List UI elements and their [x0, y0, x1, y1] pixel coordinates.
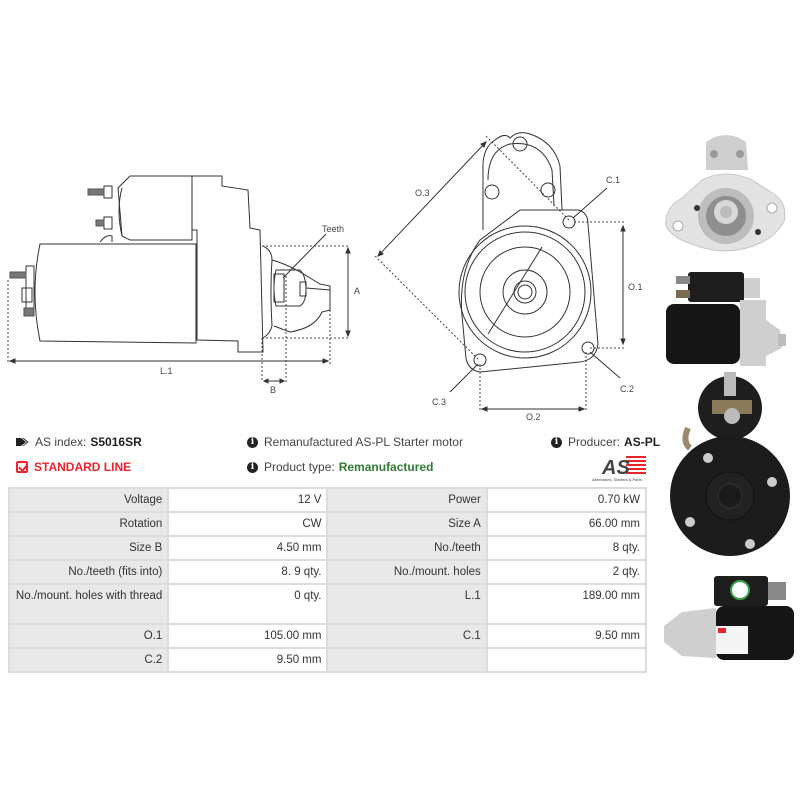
top-lobe-outline [482, 132, 563, 230]
spec-label: C.1 [326, 623, 488, 649]
photo-side-view-labeled[interactable] [660, 572, 800, 662]
o1-label: O.1 [628, 282, 643, 292]
spec-value: 2 qty. [485, 559, 648, 585]
spec-value: 189.00 mm [485, 583, 648, 625]
c1-label: C.1 [606, 175, 620, 185]
spec-table: Voltage 12 V Power 0.70 kW Rotation CW S… [7, 487, 648, 673]
logo-tagline: Alternators, Starters & Parts [592, 477, 642, 482]
o3-dimension-line [377, 141, 487, 257]
spec-value: CW [167, 511, 329, 537]
as-index-value: S5016SR [90, 435, 142, 449]
spec-label: C.2 [7, 647, 170, 673]
spec-label: Size A [326, 511, 488, 537]
tags-icon [16, 438, 29, 446]
spec-label: No./teeth [326, 535, 488, 561]
solenoid-outline [117, 175, 264, 353]
info-icon: i [247, 436, 258, 448]
spec-label: Voltage [7, 487, 170, 513]
flange-outline [460, 209, 599, 373]
spec-label: Rotation [7, 511, 170, 537]
spec-value: 105.00 mm [167, 623, 329, 649]
photo-front-flange[interactable] [662, 128, 790, 260]
table-row: C.2 9.50 mm [7, 647, 648, 673]
spec-value: 4.50 mm [167, 535, 329, 561]
photo-rear-view[interactable] [668, 372, 796, 568]
product-description: i Remanufactured AS-PL Starter motor [247, 435, 463, 449]
logo-text: AS [601, 457, 630, 479]
spec-value: 9.50 mm [485, 623, 648, 649]
spec-label: O.1 [7, 623, 170, 649]
spec-label: L.1 [326, 583, 488, 625]
motor-body [34, 243, 197, 344]
c3-label: C.3 [432, 397, 446, 407]
teeth-leader-line [282, 233, 327, 279]
spec-value: 0 qty. [167, 583, 329, 625]
spec-value [485, 647, 648, 673]
info-icon: i [247, 461, 258, 473]
table-row: No./teeth (fits into) 8. 9 qty. No./moun… [7, 559, 648, 585]
spec-label: Power [326, 487, 488, 513]
as-index: AS index: S5016SR [16, 435, 142, 449]
checkbox-icon [16, 461, 28, 473]
spec-value: 9.50 mm [167, 647, 329, 673]
spec-value: 0.70 kW [485, 487, 648, 513]
table-row: No./mount. holes with thread 0 qty. L.1 … [7, 583, 648, 625]
front-view-drawing: C.1 O.3 O.1 C.2 C.3 O.2 [370, 120, 650, 422]
producer-label: Producer: [568, 435, 621, 449]
info-icon: i [551, 436, 562, 448]
c2-label: C.2 [620, 384, 634, 394]
as-index-label: AS index: [35, 435, 87, 449]
producer: i Producer: AS-PL [551, 435, 660, 449]
table-row: Size B 4.50 mm No./teeth 8 qty. [7, 535, 648, 561]
o2-label: O.2 [526, 412, 541, 420]
standard-line-badge: STANDARD LINE [16, 460, 131, 474]
spec-label [326, 647, 488, 673]
mount-hole-c2 [581, 341, 595, 355]
table-row: O.1 105.00 mm C.1 9.50 mm [7, 623, 648, 649]
side-view-drawing: Teeth A L.1 B [0, 160, 370, 400]
a-label: A [354, 286, 360, 296]
description-text: Remanufactured AS-PL Starter motor [264, 435, 463, 449]
photo-side-view[interactable] [662, 270, 792, 380]
standard-line-label: STANDARD LINE [34, 460, 132, 474]
table-row: Voltage 12 V Power 0.70 kW [7, 487, 648, 513]
producer-value: AS-PL [624, 435, 661, 449]
spec-value: 66.00 mm [485, 511, 648, 537]
l1-label: L.1 [160, 366, 173, 376]
product-type-label: Product type: [264, 460, 335, 474]
spec-value: 8. 9 qty. [167, 559, 329, 585]
b-label: B [270, 385, 276, 395]
top-hole [512, 136, 528, 152]
spec-label: No./mount. holes [326, 559, 488, 585]
product-type: i Product type: Remanufactured [247, 460, 433, 474]
spec-label: No./teeth (fits into) [7, 559, 170, 585]
product-type-value: Remanufactured [338, 460, 434, 474]
spec-value: 12 V [167, 487, 329, 513]
spec-label: No./mount. holes with thread [7, 583, 170, 625]
spec-value: 8 qty. [485, 535, 648, 561]
spec-label: Size B [7, 535, 170, 561]
o3-label: O.3 [415, 188, 430, 198]
table-row: Rotation CW Size A 66.00 mm [7, 511, 648, 537]
as-pl-logo: AS Alternators, Starters & Parts [590, 452, 652, 482]
teeth-label: Teeth [322, 224, 344, 234]
